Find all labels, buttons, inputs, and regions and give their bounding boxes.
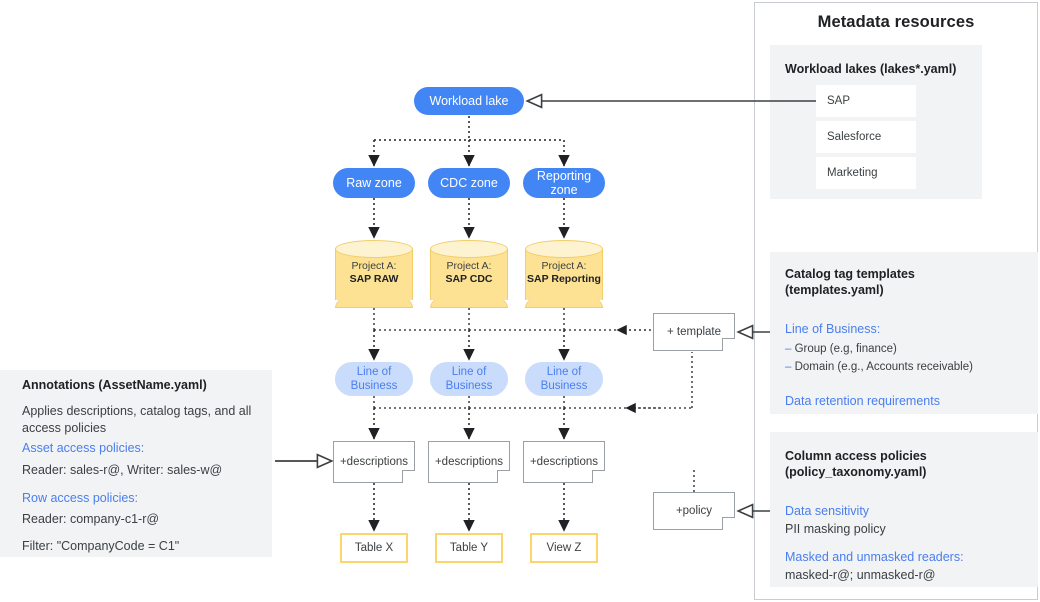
catalog-tag-templates-card — [770, 252, 1038, 414]
masked-readers-label: Masked and unmasked readers: — [785, 550, 964, 564]
node-reporting-zone[interactable]: Reporting zone — [523, 168, 605, 198]
project-prefix: Project A: — [351, 260, 397, 272]
column-access-policies-title: Column access policies (policy_taxonomy.… — [785, 448, 1025, 480]
node-raw-zone[interactable]: Raw zone — [333, 168, 415, 198]
descriptions-label: +descriptions — [434, 456, 504, 468]
filter-value: Filter: "CompanyCode = C1" — [22, 539, 180, 553]
data-retention-label: Data retention requirements — [785, 394, 940, 408]
policy-title-line2: (policy_taxonomy.yaml) — [785, 465, 927, 479]
masked-readers-value: masked-r@; unmasked-r@ — [785, 568, 936, 582]
cylinder-label: Project A: SAP RAW — [335, 260, 413, 286]
policy-label: +policy — [675, 505, 713, 517]
node-template[interactable]: + template — [653, 313, 735, 351]
catalog-title-line2: (templates.yaml) — [785, 283, 884, 297]
node-table-y[interactable]: Table Y — [435, 533, 503, 563]
folded-corner-icon — [592, 470, 605, 483]
node-table-x[interactable]: Table X — [340, 533, 408, 563]
lake-item-marketing[interactable]: Marketing — [816, 157, 916, 189]
data-sensitivity-label: Data sensitivity — [785, 504, 870, 518]
cylinder-label: Project A: SAP CDC — [430, 260, 508, 286]
node-project-sap-raw[interactable]: Project A: SAP RAW — [335, 240, 413, 308]
cylinder-label: Project A: SAP Reporting — [525, 260, 603, 286]
catalog-bullet-group: – Group (e.g, finance) — [785, 341, 1030, 358]
folded-corner-icon — [722, 517, 735, 530]
annotations-title: Annotations (AssetName.yaml) — [22, 378, 207, 392]
project-name: SAP RAW — [349, 273, 399, 285]
annotations-card — [0, 370, 272, 557]
folded-corner-icon — [402, 470, 415, 483]
catalog-title-line1: Catalog tag templates — [785, 267, 915, 281]
asset-access-policies-value: Reader: sales-r@, Writer: sales-w@ — [22, 463, 223, 477]
project-name: SAP CDC — [445, 273, 493, 285]
cylinder-top — [335, 240, 413, 258]
descriptions-label: +descriptions — [529, 456, 599, 468]
template-label: + template — [666, 326, 722, 338]
asset-access-policies-label: Asset access policies: — [22, 441, 145, 455]
row-access-policies-label: Row access policies: — [22, 491, 139, 505]
catalog-bullet-domain-text: Domain (e.g., Accounts receivable) — [794, 361, 973, 373]
workload-lakes-title: Workload lakes (lakes*.yaml) — [785, 62, 957, 76]
node-workload-lake[interactable]: Workload lake — [414, 87, 524, 115]
data-sensitivity-value: PII masking policy — [785, 522, 886, 536]
column-access-policies-card — [770, 432, 1038, 587]
cylinder-body — [525, 249, 603, 300]
node-descriptions-1[interactable]: +descriptions — [333, 441, 415, 483]
project-prefix: Project A: — [541, 260, 587, 272]
cylinder-top — [525, 240, 603, 258]
policy-title-line1: Column access policies — [785, 449, 927, 463]
catalog-tag-templates-title: Catalog tag templates (templates.yaml) — [785, 266, 1025, 298]
node-view-z[interactable]: View Z — [530, 533, 598, 563]
node-project-sap-reporting[interactable]: Project A: SAP Reporting — [525, 240, 603, 308]
cylinder-body — [335, 249, 413, 300]
node-descriptions-2[interactable]: +descriptions — [428, 441, 510, 483]
dash-icon: – — [785, 361, 792, 373]
node-project-sap-cdc[interactable]: Project A: SAP CDC — [430, 240, 508, 308]
catalog-bullet-group-text: Group (e.g, finance) — [794, 343, 897, 355]
catalog-bullet-domain: – Domain (e.g., Accounts receivable) — [785, 359, 1030, 376]
node-descriptions-3[interactable]: +descriptions — [523, 441, 605, 483]
folded-corner-icon — [722, 338, 735, 351]
descriptions-label: +descriptions — [339, 456, 409, 468]
line-of-business-label: Line of Business: — [785, 322, 881, 336]
cylinder-top — [430, 240, 508, 258]
dash-icon: – — [785, 343, 792, 355]
project-prefix: Project A: — [446, 260, 492, 272]
node-policy[interactable]: +policy — [653, 492, 735, 530]
node-line-of-business-3[interactable]: Line of Business — [525, 362, 603, 396]
node-line-of-business-2[interactable]: Line of Business — [430, 362, 508, 396]
row-access-policies-value: Reader: company-c1-r@ — [22, 512, 160, 526]
lake-item-salesforce[interactable]: Salesforce — [816, 121, 916, 153]
node-line-of-business-1[interactable]: Line of Business — [335, 362, 413, 396]
lake-item-sap[interactable]: SAP — [816, 85, 916, 117]
annotations-description: Applies descriptions, catalog tags, and … — [22, 404, 252, 435]
metadata-panel-title: Metadata resources — [817, 13, 975, 31]
folded-corner-icon — [497, 470, 510, 483]
node-cdc-zone[interactable]: CDC zone — [428, 168, 510, 198]
project-name: SAP Reporting — [527, 273, 601, 285]
